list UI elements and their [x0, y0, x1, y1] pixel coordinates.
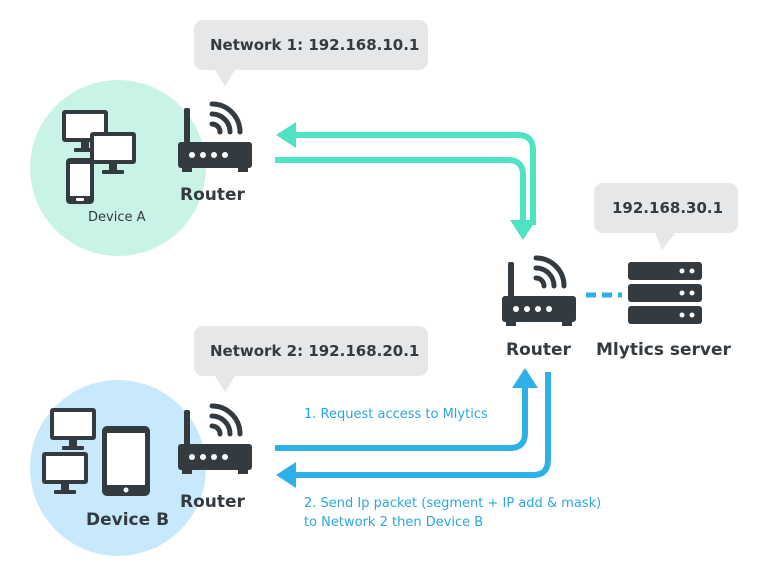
network-a-circle [30, 80, 206, 256]
server-label: Mlytics server [596, 340, 731, 360]
server-bubble [594, 183, 738, 250]
device-a-phone-icon [66, 158, 94, 204]
server-bubble-text: 192.168.30.1 [612, 199, 724, 217]
router-server-label: Router [506, 340, 571, 360]
network-b-bubble-text: Network 2: 192.168.20.1 [210, 342, 420, 360]
blue-arrow-response [276, 372, 551, 488]
device-a-label: Device A [88, 210, 146, 225]
router-b-icon [178, 406, 252, 474]
step-response-line2: to Network 2 then Device B [304, 515, 484, 530]
network-a-bubble [194, 20, 428, 86]
router-b-label: Router [180, 492, 245, 512]
router-a-icon [178, 104, 252, 172]
router-server-icon [502, 258, 576, 326]
router-a-label: Router [180, 185, 245, 205]
device-b-label: Device B [86, 510, 170, 530]
network-a-bubble-text: Network 1: 192.168.10.1 [210, 36, 420, 54]
device-b-tablet-icon [102, 426, 150, 496]
blue-arrow-request [275, 368, 538, 451]
step-request-text: 1. Request access to Mlytics [304, 407, 488, 422]
step-response-line1: 2. Send Ip packet (segment + IP add & ma… [304, 496, 602, 511]
network-b-bubble [194, 326, 428, 392]
teal-arrow-to-network-a [276, 122, 536, 225]
teal-arrow-to-server-router [275, 157, 536, 240]
server-rack-icon [628, 262, 702, 324]
